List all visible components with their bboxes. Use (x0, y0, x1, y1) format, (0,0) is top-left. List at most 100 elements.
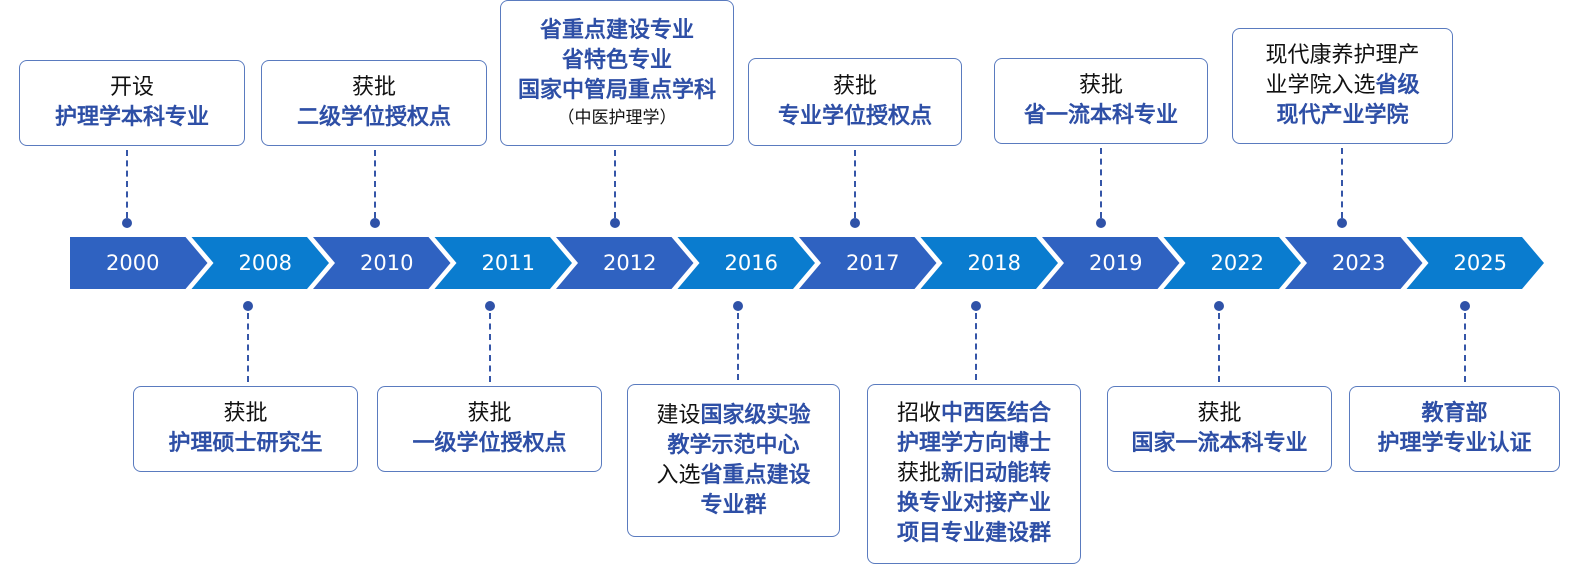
year-chevron (191, 237, 329, 289)
event-box-2012: 省重点建设专业省特色专业国家中管局重点学科 （中医护理学） (500, 0, 734, 146)
year-chevron (70, 237, 208, 289)
event-line: 业学院入选省级 (1265, 71, 1419, 101)
event-line: 教育部 (1421, 399, 1487, 429)
event-line: （中医护理学） (558, 106, 677, 130)
dashed-connector (1218, 313, 1220, 382)
event-line: 获批新旧动能转 (897, 459, 1051, 489)
dashed-connector (975, 313, 977, 380)
year-label: 2008 (238, 251, 292, 275)
event-line: 获批 (833, 72, 877, 102)
year-chevron (1285, 237, 1423, 289)
highlight-text: 护理学本科专业 (54, 105, 209, 130)
highlight-text: 国家一流本科专业 (1131, 431, 1308, 456)
highlight-text: 省一流本科专业 (1023, 103, 1178, 128)
connector-dot (370, 218, 380, 228)
highlight-text: 中西医结合 (941, 401, 1052, 426)
event-line: 一级学位授权点 (412, 429, 566, 459)
year-chevron (434, 237, 572, 289)
connector-dot (122, 218, 132, 228)
year-label: 2023 (1332, 251, 1386, 275)
event-line: 获批 (1197, 399, 1241, 429)
event-box-2000: 开设护理学本科专业 (19, 60, 245, 146)
highlight-text: 教学示范中心 (667, 432, 800, 458)
event-text: 获批 (223, 401, 268, 426)
year-chevron (556, 237, 694, 289)
event-line: 省重点建设专业 (540, 16, 694, 46)
event-line: 国家中管局重点学科 (518, 76, 716, 106)
dashed-connector (614, 150, 616, 218)
dashed-connector (1100, 148, 1102, 218)
dashed-connector (1341, 148, 1343, 218)
event-line: 现代康养护理产 (1265, 41, 1419, 71)
dashed-connector (1464, 313, 1466, 382)
year-label: 2010 (360, 251, 414, 275)
highlight-text: 护理硕士研究生 (168, 431, 323, 456)
highlight-text: 专业学位授权点 (777, 104, 932, 129)
connector-dot (610, 218, 620, 228)
connector-dot (850, 218, 860, 228)
event-line: 获批 (223, 399, 267, 429)
highlight-text: 二级学位授权点 (296, 105, 451, 130)
highlight-text: 新旧动能转 (941, 461, 1052, 486)
event-line: 护理硕士研究生 (168, 429, 322, 459)
highlight-text: 省重点建设专业 (539, 18, 694, 43)
dashed-connector (737, 313, 739, 380)
event-line: 开设 (110, 73, 154, 103)
event-box-2016: 建设国家级实验教学示范中心入选省重点建设专业群 (627, 384, 840, 537)
event-text: 开设 (109, 75, 154, 100)
event-line: 专业群 (700, 491, 766, 521)
dashed-connector (489, 313, 491, 382)
connector-dot (1214, 301, 1224, 311)
connector-dot (485, 301, 495, 311)
highlight-text: 国家中管局重点学科 (517, 78, 716, 103)
highlight-text: 项目专业建设群 (896, 521, 1051, 546)
year-chevron (1042, 237, 1180, 289)
event-line: 项目专业建设群 (897, 519, 1051, 549)
dashed-connector (247, 313, 249, 382)
event-text: 获批 (896, 461, 941, 486)
year-label: 2016 (724, 251, 778, 275)
event-box-2023: 现代康养护理产业学院入选省级现代产业学院 (1232, 28, 1453, 144)
dashed-connector (126, 150, 128, 218)
event-line: 二级学位授权点 (297, 103, 451, 133)
event-text: 建设 (656, 402, 701, 428)
year-label: 2000 (106, 251, 160, 275)
event-line: 教学示范中心 (667, 431, 799, 461)
event-text: 获批 (832, 74, 877, 99)
event-text: 招收 (896, 401, 941, 426)
event-text: 业学院入选 (1265, 73, 1376, 98)
year-chevron (677, 237, 815, 289)
event-line: 获批 (352, 73, 396, 103)
year-label: 2022 (1210, 251, 1264, 275)
event-line: 省特色专业 (562, 46, 672, 76)
event-text: 现代康养护理产 (1265, 43, 1420, 68)
event-text: 获批 (1197, 401, 1242, 426)
event-line: 护理学方向博士 (897, 429, 1051, 459)
dashed-connector (854, 150, 856, 218)
year-chevron (1406, 237, 1544, 289)
connector-dot (1096, 218, 1106, 228)
highlight-text: 换专业对接产业 (896, 491, 1051, 516)
event-box-2010: 获批二级学位授权点 (261, 60, 487, 146)
year-label: 2025 (1453, 251, 1507, 275)
year-chevron (920, 237, 1058, 289)
highlight-text: 国家级实验 (700, 402, 811, 428)
event-line: 建设国家级实验 (656, 401, 810, 431)
event-box-2019: 获批省一流本科专业 (994, 58, 1208, 144)
highlight-text: 省重点建设 (700, 462, 811, 488)
event-line: 专业学位授权点 (778, 102, 932, 132)
event-box-2022: 获批国家一流本科专业 (1107, 386, 1332, 472)
highlight-text: 一级学位授权点 (412, 431, 567, 456)
year-label: 2011 (481, 251, 535, 275)
event-line: 国家一流本科专业 (1131, 429, 1307, 459)
highlight-text: 现代产业学院 (1276, 103, 1409, 128)
event-box-2018: 招收中西医结合护理学方向博士获批新旧动能转换专业对接产业项目专业建设群 (867, 384, 1081, 564)
year-label: 2018 (967, 251, 1021, 275)
connector-dot (243, 301, 253, 311)
connector-dot (1337, 218, 1347, 228)
event-line: 招收中西医结合 (897, 399, 1051, 429)
highlight-text: 省级 (1375, 73, 1420, 98)
event-text: 获批 (1078, 73, 1123, 98)
